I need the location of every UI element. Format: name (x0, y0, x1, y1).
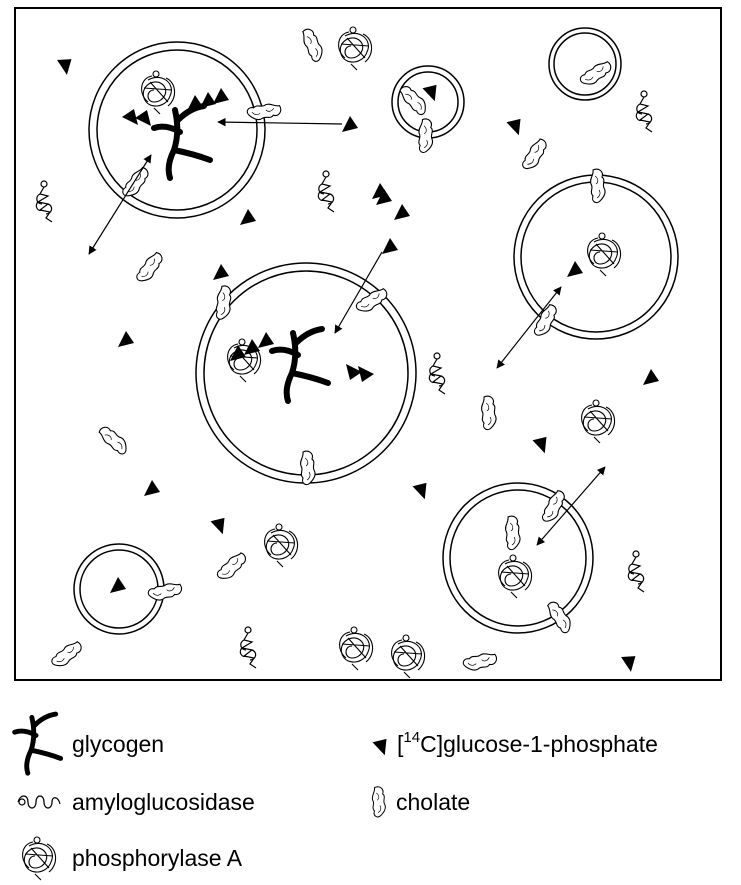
phosphorylase-icon (142, 71, 175, 114)
liposome-bottom-right (443, 483, 593, 633)
cholate-icon (134, 250, 167, 285)
triangle-icon (208, 514, 229, 535)
cholate-icon (539, 489, 568, 525)
triangle-icon (122, 109, 138, 125)
cholate-icon (482, 396, 497, 430)
triangle-icon (410, 479, 431, 500)
legend-amyloglucosidase-icon (18, 796, 60, 808)
cholate-icon (300, 27, 325, 63)
triangle-icon (530, 433, 551, 454)
glycogen-icon (154, 106, 210, 178)
amyloglucosidase-icon (636, 91, 652, 132)
transport-arrow (218, 122, 342, 124)
glycogen-icon (272, 329, 328, 401)
legend-phosphorylase-label: phosphorylase A (72, 845, 243, 871)
legend-glycogen-icon (15, 714, 61, 773)
triangle-icon (110, 577, 126, 593)
cholate-icon (214, 285, 234, 321)
triangle-icon (643, 369, 659, 385)
triangle-icon (53, 53, 75, 75)
triangle-icon (567, 261, 583, 277)
cholate-icon (591, 169, 606, 203)
triangle-icon (394, 204, 410, 220)
legend-amyloglucosidase-label: amyloglucosidase (72, 789, 255, 815)
triangle-icon (382, 238, 398, 254)
triangle-icon (213, 88, 229, 104)
triangle-icon (617, 650, 639, 672)
amyloglucosidase-icon (429, 353, 445, 394)
legend-glucose-label: [14C]glucose-1-phosphate (397, 729, 658, 757)
legend: glycogen [14C]glucose-1-phosphate amylog… (15, 714, 658, 880)
amyloglucosidase-icon (36, 181, 52, 222)
cholate-icon (214, 550, 249, 583)
cholate-icon (49, 639, 85, 670)
legend-cholate-label: cholate (396, 789, 470, 815)
cholate-icon (462, 652, 498, 672)
triangle-icon (504, 115, 525, 136)
legend-triangle-icon (370, 735, 391, 756)
phosphorylase-icon (588, 233, 621, 276)
phosphorylase-icon (499, 555, 532, 598)
triangle-icon (240, 209, 256, 225)
legend-cholate-icon (372, 787, 385, 817)
amyloglucosidase-icon (240, 627, 256, 668)
legend-phosphorylase-icon (23, 837, 56, 880)
triangle-icon (358, 366, 374, 382)
cholate-icon (301, 451, 316, 485)
amyloglucosidase-icon (318, 171, 334, 212)
amyloglucosidase-icon (628, 551, 644, 592)
cholate-icon (97, 423, 131, 457)
triangle-icon (200, 92, 216, 108)
transport-arrow (497, 287, 561, 368)
cholate-icon (545, 599, 574, 635)
triangle-icon (420, 81, 441, 102)
triangle-icon (244, 339, 260, 355)
cholate-icon (147, 582, 183, 602)
phosphorylase-icon (339, 27, 372, 70)
triangle-icon (144, 480, 160, 496)
cholate-icon (519, 137, 550, 173)
phosphorylase-icon (340, 627, 373, 670)
phosphorylase-icon (265, 524, 298, 567)
triangle-icon (213, 264, 229, 280)
cholate-icon (120, 165, 153, 200)
triangle-icon (258, 332, 274, 348)
triangle-icon (118, 331, 134, 347)
cholate-icon (417, 119, 434, 154)
cholate-icon (247, 103, 282, 120)
cholate-icon (506, 516, 521, 550)
phosphorylase-icon (392, 635, 425, 678)
triangle-icon (342, 116, 358, 132)
legend-glycogen-label: glycogen (72, 731, 164, 757)
phosphorylase-icon (582, 400, 615, 443)
